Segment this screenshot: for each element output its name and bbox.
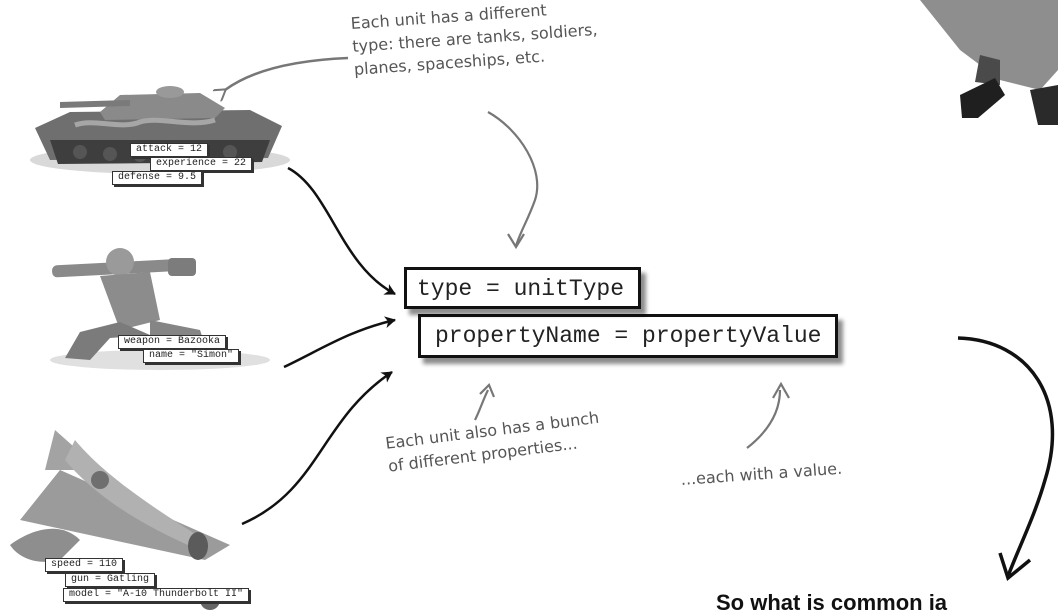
tank-tag-experience: experience = 22: [150, 157, 253, 171]
arrow-to-type: [487, 111, 539, 247]
arrow-plane-to-code: [241, 370, 393, 526]
soldier-tag-name: name = "Simon": [143, 349, 240, 363]
tank-tag-defense: defense = 9.5: [112, 171, 203, 185]
property-code-box: propertyName = propertyValue: [418, 314, 839, 358]
tank-tag-attack: attack = 12: [130, 143, 209, 157]
arrow-tank-to-code: [287, 166, 396, 296]
type-code-box: type = unitType: [404, 267, 642, 309]
arrow-up-value: [746, 389, 782, 449]
plane-tag-gun: gun = Gatling: [65, 573, 156, 587]
plane-tag-speed: speed = 110: [45, 558, 124, 572]
arrow-up-properties: [474, 389, 489, 421]
bottom-question: So what is common ia: [716, 590, 948, 615]
arrow-soldier-to-code: [283, 316, 396, 369]
arrow-to-tank: [225, 56, 349, 90]
soldier-tag-weapon: weapon = Bazooka: [118, 335, 227, 349]
plane-tag-model: model = "A-10 Thunderbolt II": [63, 588, 250, 602]
arrow-to-question: [957, 336, 1055, 577]
